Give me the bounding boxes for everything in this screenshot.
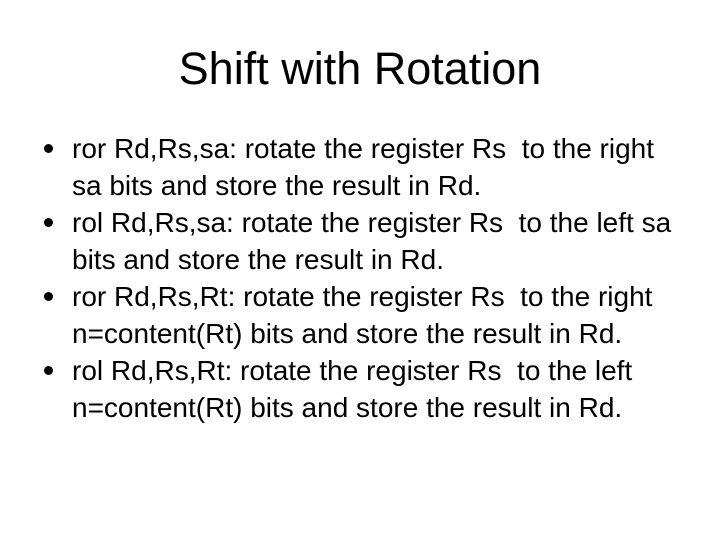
- bullet-item: rol Rd,Rs,sa: rotate the register Rs to …: [44, 204, 684, 278]
- bullet-list: ror Rd,Rs,sa: rotate the register Rs to …: [44, 130, 684, 426]
- bullet-item: rol Rd,Rs,Rt: rotate the register Rs to …: [44, 352, 684, 426]
- bullet-dot-icon: [44, 144, 53, 153]
- bullet-item: ror Rd,Rs,Rt: rotate the register Rs to …: [44, 278, 684, 352]
- bullet-text-ror-rt: ror Rd,Rs,Rt: rotate the register Rs to …: [72, 281, 653, 349]
- bullet-dot-icon: [44, 218, 53, 227]
- bullet-item: ror Rd,Rs,sa: rotate the register Rs to …: [44, 130, 684, 204]
- bullet-text-rol-sa: rol Rd,Rs,sa: rotate the register Rs to …: [72, 207, 672, 275]
- bullet-dot-icon: [44, 366, 53, 375]
- bullet-text-ror-sa: ror Rd,Rs,sa: rotate the register Rs to …: [72, 133, 655, 201]
- bullet-text-rol-rt: rol Rd,Rs,Rt: rotate the register Rs to …: [72, 355, 633, 423]
- bullet-dot-icon: [44, 292, 53, 301]
- slide-title: Shift with Rotation: [178, 43, 542, 94]
